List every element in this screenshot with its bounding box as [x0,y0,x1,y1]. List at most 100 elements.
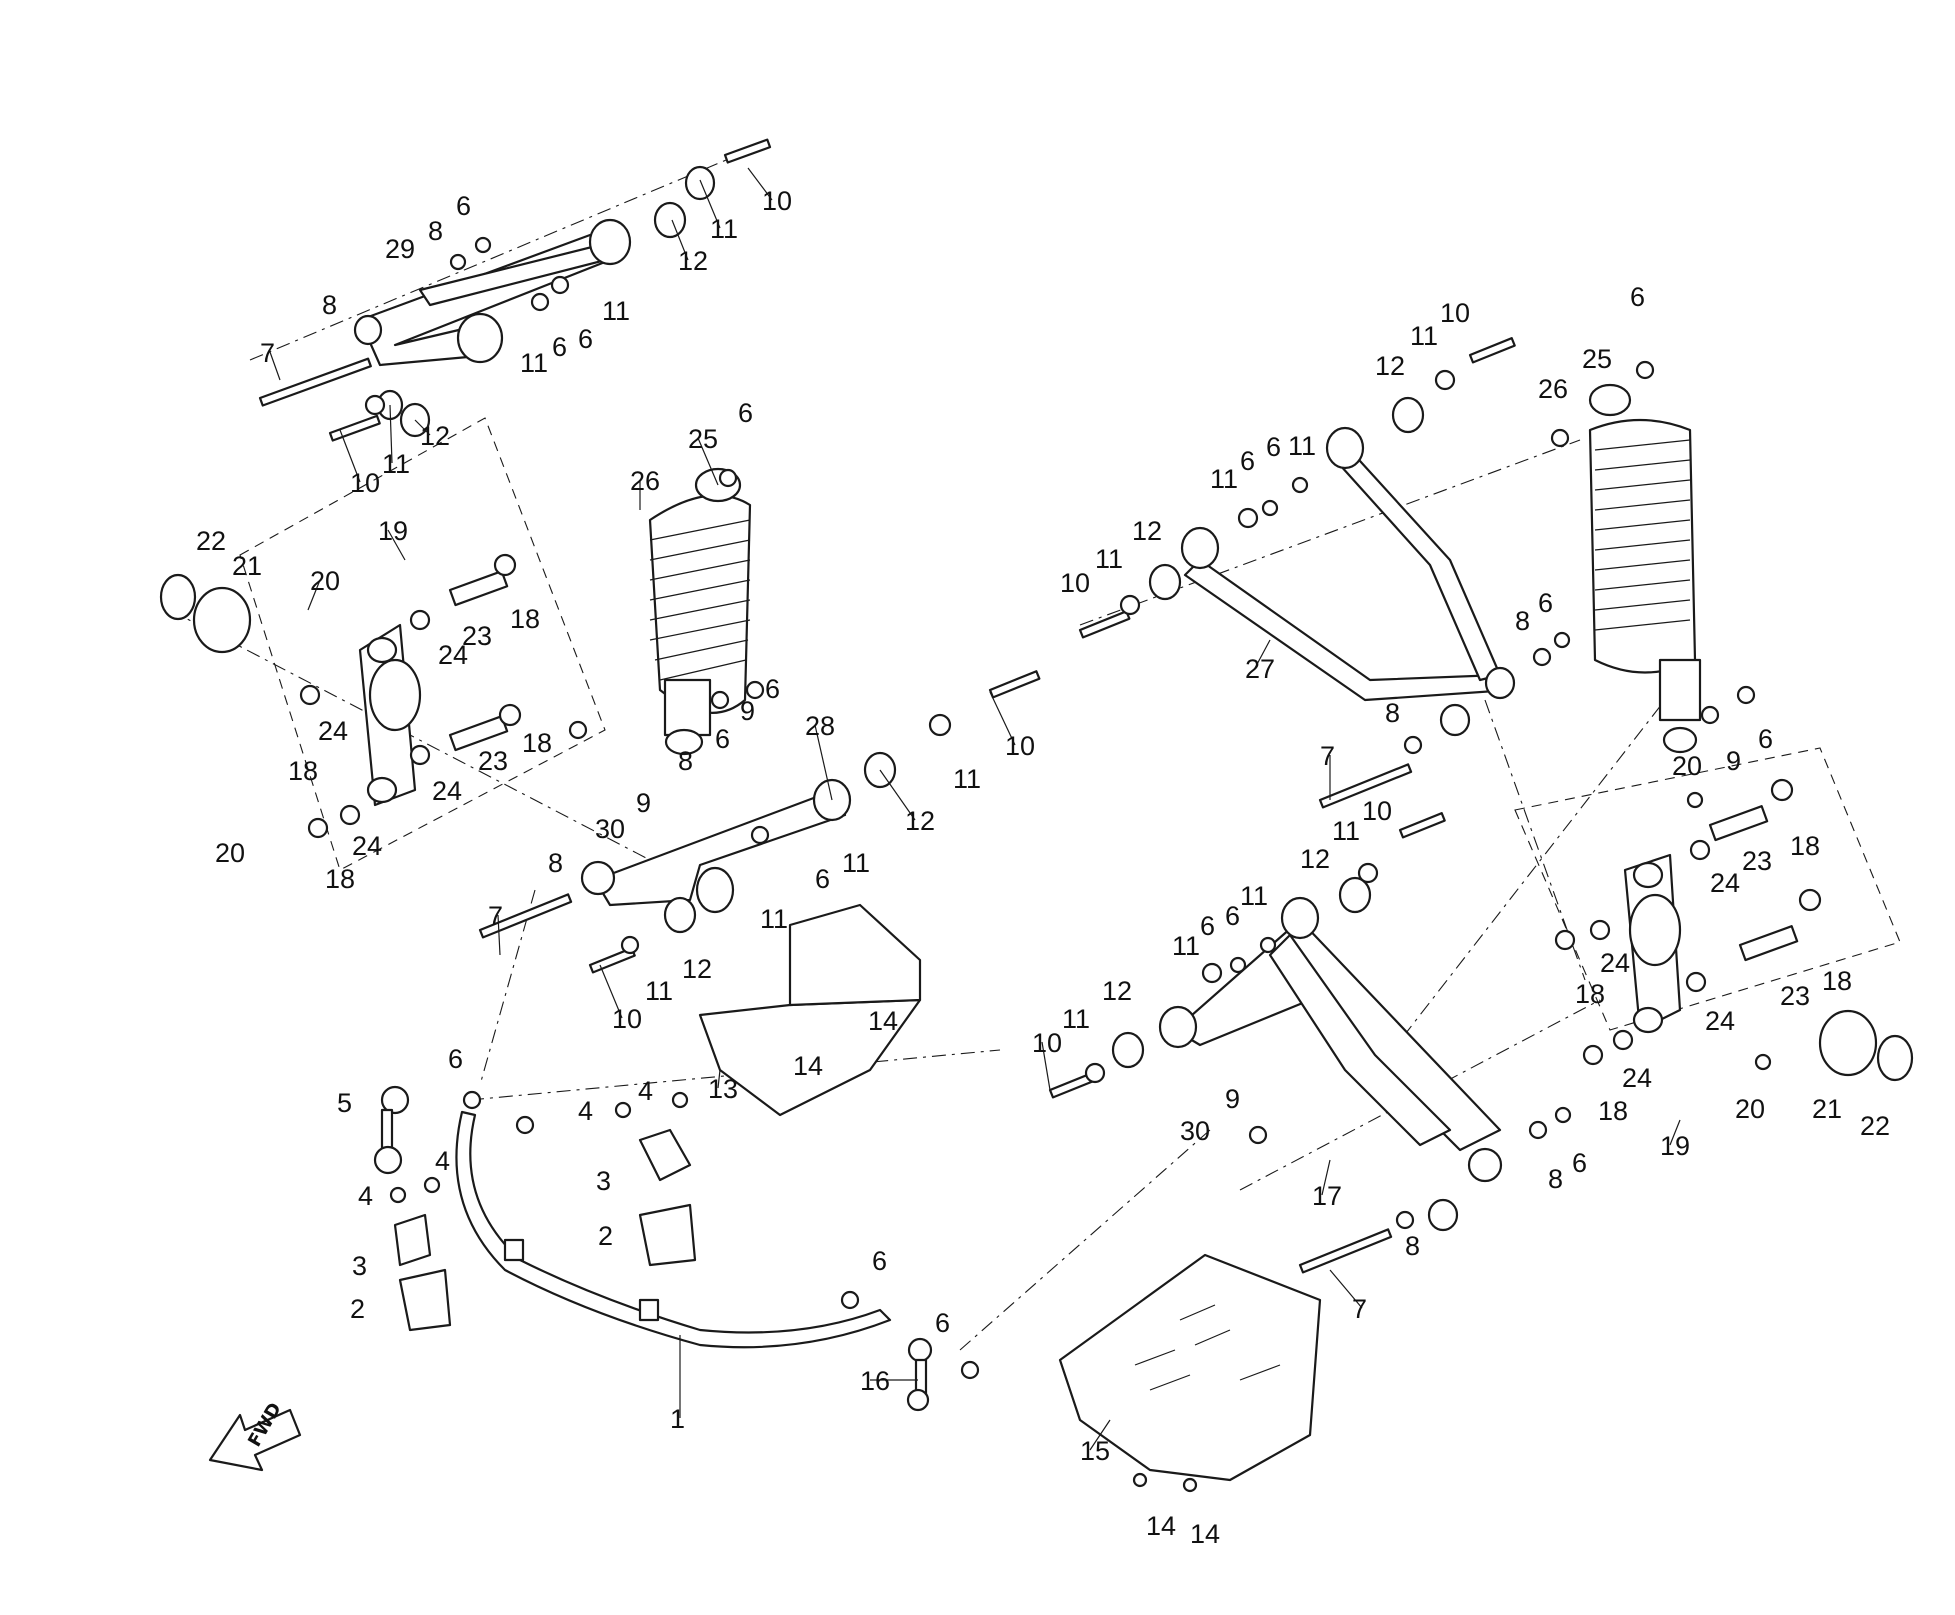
callout-26: 26 [1538,374,1568,404]
upper-arm-27 [1078,337,1571,809]
callout-23: 23 [1742,846,1772,876]
fwd-arrow-icon: FWD [208,1399,302,1472]
stabilizer-bar-1 [373,1085,933,1412]
callout-2: 2 [350,1294,365,1324]
callout-6: 6 [448,1044,463,1074]
callout-12: 12 [682,954,712,984]
callout-14: 14 [1190,1519,1220,1549]
callout-6: 6 [1200,911,1215,941]
upper-arm-29 [353,218,632,367]
leader-line [747,167,773,201]
callout-12: 12 [1300,844,1330,874]
callout-6: 6 [1630,282,1645,312]
callout-6: 6 [815,864,830,894]
leader-line [387,529,406,561]
callout-27: 27 [1245,654,1275,684]
callout-8: 8 [1548,1164,1563,1194]
callout-18: 18 [325,864,355,894]
callout-11: 11 [760,904,788,934]
callout-24: 24 [438,640,468,670]
callout-15: 15 [1080,1436,1110,1466]
callout-25: 25 [688,424,718,454]
callout-7: 7 [1320,741,1335,771]
callout-5: 5 [337,1088,352,1118]
callout-10: 10 [1005,731,1035,761]
right-knuckle-assembly [1554,778,1914,1082]
leader-line [671,219,689,261]
callout-6: 6 [552,332,567,362]
callout-12: 12 [1132,516,1162,546]
callout-6: 6 [765,674,780,704]
callout-19: 19 [1660,1131,1690,1161]
callout-11: 11 [1172,931,1200,961]
lower-arm-17 [1048,812,1572,1274]
callout-8: 8 [1405,1231,1420,1261]
leader-line [339,429,361,483]
callout-18: 18 [288,756,318,786]
callout-4: 4 [435,1146,450,1176]
callout-8: 8 [1515,606,1530,636]
lower-arm-28 [478,670,1041,974]
callout-13: 13 [708,1074,738,1104]
callout-11: 11 [710,214,738,244]
callout-6: 6 [715,724,730,754]
callout-28: 28 [805,711,835,741]
callout-8: 8 [322,290,337,320]
callout-9: 9 [740,696,755,726]
callout-18: 18 [1575,979,1605,1009]
callout-22: 22 [1860,1111,1890,1141]
callout-18: 18 [1822,966,1852,996]
callout-3: 3 [352,1251,367,1281]
callout-26: 26 [630,466,660,496]
callout-8: 8 [428,216,443,246]
callout-2: 2 [598,1221,613,1251]
callout-24: 24 [432,776,462,806]
leader-line [717,1069,721,1089]
callout-24: 24 [1622,1063,1652,1093]
callout-6: 6 [935,1308,950,1338]
leader-line [414,419,431,436]
callout-24: 24 [1705,1006,1735,1036]
callout-20: 20 [215,838,245,868]
callout-11: 11 [602,296,630,326]
callout-7: 7 [488,901,503,931]
callout-18: 18 [1598,1096,1628,1126]
leader-line [389,404,393,464]
callout-7: 7 [1352,1294,1367,1324]
callout-8: 8 [548,848,563,878]
callout-8: 8 [1385,698,1400,728]
callout-11: 11 [1410,321,1438,351]
callout-6: 6 [1266,432,1281,462]
callout-18: 18 [510,604,540,634]
callout-4: 4 [578,1096,593,1126]
callout-6: 6 [456,191,471,221]
callout-11: 11 [1062,1004,1090,1034]
callout-30: 30 [595,814,625,844]
callout-17: 17 [1312,1181,1342,1211]
callout-9: 9 [1225,1084,1240,1114]
leader-line [599,964,623,1019]
callout-11: 11 [1095,544,1123,574]
callout-29: 29 [385,234,415,264]
callout-leaders [269,167,1681,1451]
callout-11: 11 [645,976,673,1006]
callout-labels: 7 8 29 8 6 10 11 12 11 6 6 11 12 11 10 2… [196,186,1890,1549]
callout-12: 12 [905,806,935,836]
callout-24: 24 [318,716,348,746]
callout-14: 14 [868,1006,898,1036]
callout-12: 12 [1375,351,1405,381]
callout-6: 6 [1225,901,1240,931]
callout-12: 12 [420,421,450,451]
callout-11: 11 [1332,816,1360,846]
callout-3: 3 [596,1166,611,1196]
leader-line [1089,1419,1111,1451]
callout-4: 4 [358,1181,373,1211]
callout-24: 24 [1710,868,1740,898]
callout-10: 10 [1032,1028,1062,1058]
callout-11: 11 [382,449,410,479]
callout-11: 11 [842,848,870,878]
callout-23: 23 [1780,981,1810,1011]
callout-6: 6 [1538,588,1553,618]
